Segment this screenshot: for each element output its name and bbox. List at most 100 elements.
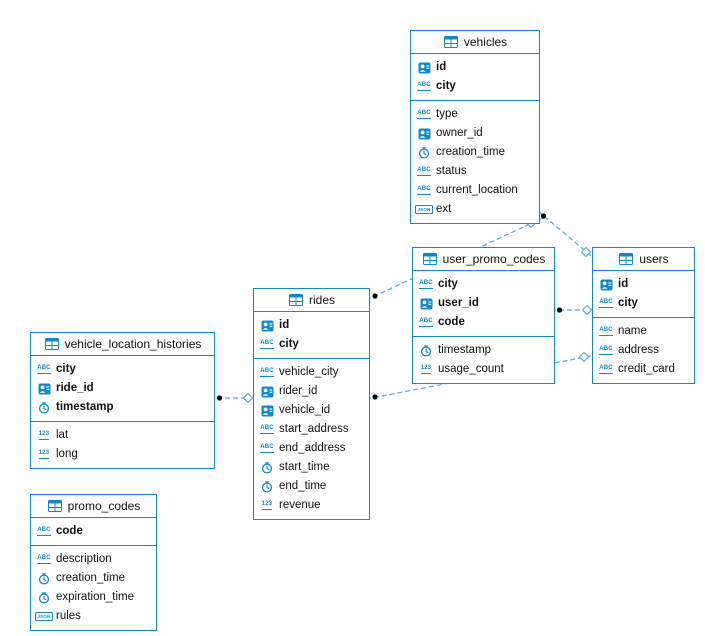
type-glyph: ABC [599, 299, 613, 308]
column-name: status [436, 164, 467, 177]
column-lat[interactable]: 123 lat [31, 426, 214, 445]
column-vehicle_id[interactable]: vehicle_id [254, 401, 369, 420]
id-card-icon [259, 386, 275, 398]
column-id[interactable]: id [254, 316, 369, 335]
table-header[interactable]: rides [254, 289, 369, 312]
type-glyph: ABC [599, 327, 613, 336]
relationship-line-rides-users[interactable] [365, 354, 597, 400]
type-glyph: ABC [419, 318, 433, 327]
column-name: city [618, 296, 638, 309]
timestamp-type-icon [259, 461, 275, 474]
column-rider_id[interactable]: rider_id [254, 382, 369, 401]
text-type-icon: ABC [418, 280, 434, 289]
table-header[interactable]: vehicles [411, 31, 539, 54]
column-expiration_time[interactable]: expiration_time [31, 588, 156, 607]
column-timestamp[interactable]: timestamp [31, 398, 214, 417]
column-user_id[interactable]: user_id [413, 294, 554, 313]
type-glyph: ABC [260, 340, 274, 349]
column-name: owner_id [436, 126, 483, 139]
relationship-line-vehicles-users[interactable] [537, 210, 597, 261]
id-card-icon [36, 383, 52, 395]
column-ride_id[interactable]: ride_id [31, 379, 214, 398]
table-header[interactable]: user_promo_codes [413, 248, 554, 271]
cardinality-diamond [578, 351, 590, 363]
id-card-icon [418, 298, 434, 310]
id-card-icon [416, 128, 432, 140]
table-title: vehicle_location_histories [64, 337, 202, 351]
table-header[interactable]: users [593, 248, 694, 271]
column-name: lat [56, 428, 69, 441]
column-name: description [56, 552, 112, 565]
table-icon [288, 294, 304, 306]
column-name: end_time [279, 479, 327, 492]
type-glyph: ABC [599, 346, 613, 355]
timestamp-type-icon [418, 344, 434, 357]
table-title: users [639, 252, 669, 266]
text-type-icon: ABC [598, 346, 614, 355]
column-timestamp[interactable]: timestamp [413, 341, 554, 360]
number-type-icon: 123 [418, 365, 434, 374]
column-end_time[interactable]: end_time [254, 477, 369, 496]
type-glyph: ABC [417, 110, 431, 119]
table-icon [618, 253, 634, 265]
column-creation_time[interactable]: creation_time [411, 143, 539, 162]
table-icon [443, 36, 459, 48]
column-name: user_id [438, 296, 479, 309]
table-header[interactable]: promo_codes [31, 495, 156, 518]
type-glyph: ABC [37, 555, 51, 564]
column-name: rider_id [279, 384, 318, 397]
column-city[interactable]: ABC city [593, 294, 694, 313]
column-owner_id[interactable]: owner_id [411, 124, 539, 143]
json-type-icon: JSON [35, 611, 53, 622]
column-creation_time[interactable]: creation_time [31, 569, 156, 588]
type-glyph: JSON [35, 611, 53, 622]
column-name: creation_time [436, 145, 506, 158]
text-type-icon: ABC [416, 110, 432, 119]
cardinality-dot [540, 213, 547, 219]
type-glyph: 123 [38, 431, 50, 440]
column-id[interactable]: id [411, 58, 539, 77]
column-description[interactable]: ABC description [31, 550, 156, 569]
table-header[interactable]: vehicle_location_histories [31, 333, 214, 356]
column-id[interactable]: id [593, 275, 694, 294]
column-start_time[interactable]: start_time [254, 458, 369, 477]
text-type-icon: ABC [598, 327, 614, 336]
timestamp-type-icon [36, 591, 52, 604]
text-type-icon: ABC [36, 365, 52, 374]
cardinality-diamond [581, 304, 593, 316]
column-name: creation_time [56, 571, 126, 584]
column-name: current_location [436, 183, 518, 196]
